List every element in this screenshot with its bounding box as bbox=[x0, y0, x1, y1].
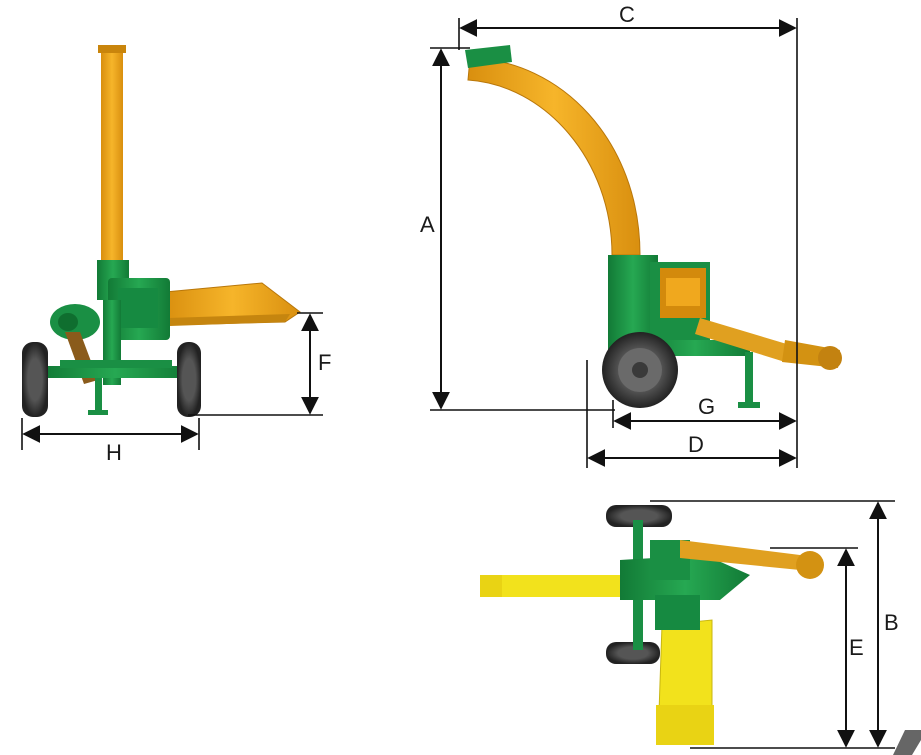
label-f: F bbox=[318, 350, 331, 375]
label-h: H bbox=[106, 440, 122, 465]
top-view bbox=[480, 505, 824, 745]
front-view bbox=[22, 45, 301, 417]
dimension-g: G bbox=[612, 394, 797, 430]
label-a: A bbox=[420, 212, 435, 237]
dimension-c: C bbox=[458, 2, 798, 468]
dimension-e: E bbox=[770, 547, 864, 748]
dimension-b: B bbox=[650, 500, 899, 749]
label-e: E bbox=[849, 635, 864, 660]
label-g: G bbox=[698, 394, 715, 419]
label-d: D bbox=[688, 432, 704, 457]
label-c: C bbox=[619, 2, 635, 27]
side-view bbox=[465, 45, 842, 408]
grey-slash-mark-icon bbox=[893, 730, 921, 755]
dimension-h: H bbox=[21, 418, 200, 465]
dimension-a: A bbox=[420, 47, 615, 411]
label-b: B bbox=[884, 610, 899, 635]
dimension-f: F bbox=[188, 312, 331, 416]
dimension-d: D bbox=[586, 360, 797, 468]
